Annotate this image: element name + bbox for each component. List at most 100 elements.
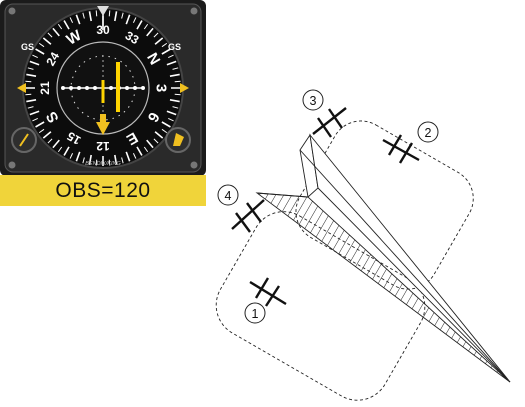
compass-tick: [121, 157, 124, 164]
deviation-dot: [93, 86, 97, 90]
compass-tick: [52, 139, 60, 149]
knob-flag-icon: [173, 133, 184, 146]
callout-1: 1: [244, 302, 266, 324]
compass-tick: [47, 138, 53, 144]
compass-tick: [57, 23, 63, 30]
compass-tick: [166, 110, 177, 116]
deviation-dots: [61, 86, 145, 90]
callout-3: 3: [302, 89, 324, 111]
compass-tick: [169, 99, 180, 103]
callout-4: 4: [217, 184, 239, 206]
compass-tick: [146, 27, 154, 37]
compass-tick: [26, 99, 37, 103]
heading-index-label: 33: [123, 28, 142, 47]
compass-tick: [153, 32, 159, 38]
station-diagram: 1 2 3 4: [215, 89, 511, 401]
compass-tick: [108, 159, 111, 166]
callout-3-label: 3: [310, 94, 317, 108]
position-marker-3: [312, 107, 347, 138]
compass-tick: [154, 131, 164, 139]
deviation-dot: [125, 86, 129, 90]
compass-tick: [174, 93, 181, 96]
compass-tick: [168, 117, 174, 122]
compass-tick: [29, 110, 40, 116]
screw-icon: [190, 161, 198, 169]
heading-index-label: 24: [43, 49, 62, 68]
compass-tick: [132, 17, 137, 23]
compass-tick: [88, 11, 92, 22]
compass-tick: [172, 67, 179, 70]
compass-tick: [63, 20, 70, 30]
compass-tick: [172, 106, 179, 109]
gs-label-right: GS: [168, 42, 181, 52]
compass-tick: [169, 73, 180, 77]
knob-indicator-icon: [19, 133, 29, 147]
deviation-dot: [61, 86, 65, 90]
compass-tick: [121, 12, 124, 19]
callout-1-label: 1: [252, 307, 259, 321]
heading-index-label: 3: [153, 84, 170, 92]
compass-tick: [57, 146, 63, 153]
gs-label-left: GS: [21, 42, 34, 52]
compass-tick: [114, 11, 118, 22]
compass-tick: [27, 67, 34, 70]
course-index-icon: [97, 6, 109, 16]
compass-tick: [69, 153, 74, 159]
deviation-dot: [133, 86, 137, 90]
compass-tick: [42, 37, 52, 45]
position-marker-4: [231, 199, 265, 233]
compass-tick: [166, 60, 177, 66]
left-arrow-icon: [17, 83, 26, 93]
compass-tick: [174, 80, 181, 83]
compass-tick: [161, 48, 171, 55]
callout-2: 2: [417, 121, 439, 143]
compass-tick: [136, 20, 143, 30]
compass-tick: [25, 93, 32, 96]
compass-tick: [35, 48, 45, 55]
screw-icon: [8, 161, 16, 169]
from-flag-stem: [100, 114, 106, 123]
compass-tick: [69, 17, 74, 23]
wedge-top-face: [309, 133, 511, 383]
heading-index-label: 21: [38, 81, 52, 95]
compass-tick: [47, 32, 53, 38]
compass-tick: [154, 37, 164, 45]
heading-index-label: 15: [64, 129, 83, 148]
screw-icon: [8, 7, 16, 15]
callout-2-label: 2: [425, 126, 432, 140]
heading-index-label: 12: [96, 139, 110, 153]
compass-tick: [161, 42, 168, 48]
compass-tick: [88, 154, 92, 165]
compass-tick: [125, 151, 131, 162]
deviation-dot: [141, 86, 145, 90]
obs-panel: OBS=120: [0, 175, 206, 206]
compass-tick: [25, 80, 32, 83]
compass-tick: [26, 73, 37, 77]
callout-4-label: 4: [225, 189, 232, 203]
compass-tick: [125, 14, 131, 25]
compass-tick: [95, 159, 98, 166]
compass-tick: [75, 151, 81, 162]
compass-tick: [153, 138, 159, 144]
compass-tick: [161, 128, 168, 134]
compass-tick: [63, 146, 70, 156]
obs-setting-label: OBS=120: [55, 178, 151, 202]
compass-tick: [168, 54, 174, 59]
compass-tick: [143, 23, 149, 30]
screw-icon: [190, 7, 198, 15]
compass-tick: [38, 128, 45, 134]
compass-tick: [32, 117, 38, 122]
compass-tick: [75, 14, 81, 25]
compass-tick: [95, 10, 98, 17]
compass-tick: [35, 121, 45, 128]
wedge-hatched-face: [255, 192, 511, 383]
compass-tick: [143, 146, 149, 153]
position-marker-1: [249, 277, 287, 307]
compass-tick: [136, 146, 143, 156]
compass-tick: [29, 60, 40, 66]
wedge-edge: [299, 149, 511, 383]
wedge-edge-base: [256, 192, 309, 198]
compass-tick: [38, 42, 45, 48]
deviation-dot: [69, 86, 73, 90]
compass-tick: [114, 154, 118, 165]
